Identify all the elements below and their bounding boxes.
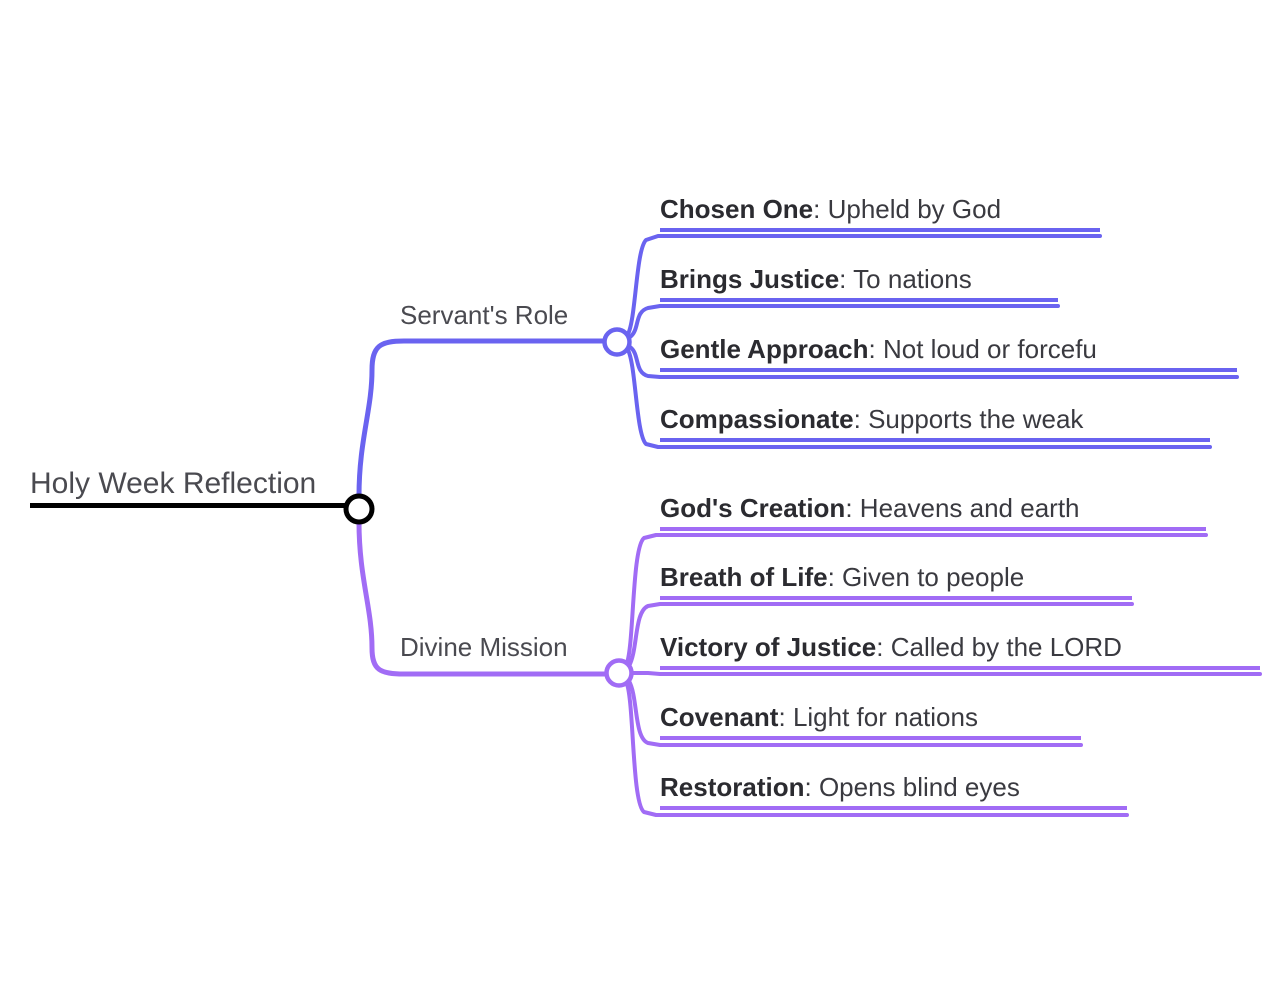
leaf-text-gods-creation: God's Creation: Heavens and earth [660, 493, 1206, 524]
leaf-text-compassionate: Compassionate: Supports the weak [660, 404, 1210, 435]
leaf-detail-chosen-one: Upheld by God [827, 194, 1002, 224]
link-divine-mission-to-victory-of-justice [630, 671, 1262, 676]
leaf-term-gentle-approach: Gentle Approach [660, 334, 869, 364]
leaf-text-breath-of-life: Breath of Life: Given to people [660, 562, 1132, 593]
leaf-text-chosen-one: Chosen One: Upheld by God [660, 194, 1100, 225]
leaf-node-restoration[interactable]: Restoration: Opens blind eyes [660, 772, 1127, 810]
root-node-marker[interactable] [343, 493, 375, 525]
leaf-separator-covenant: : [778, 702, 786, 732]
branch-node-marker-servants-role[interactable] [602, 327, 632, 357]
leaf-text-gentle-approach: Gentle Approach: Not loud or forcefu [660, 334, 1237, 365]
leaf-term-restoration: Restoration [660, 772, 805, 802]
leaf-detail-brings-justice: To nations [853, 264, 972, 294]
branch-label-servants-role: Servant's Role [400, 300, 569, 330]
leaf-node-brings-justice[interactable]: Brings Justice: To nations [660, 264, 1058, 302]
link-root-to-servants-role [356, 338, 607, 499]
leaf-separator-breath-of-life: : [827, 562, 835, 592]
leaf-detail-gods-creation: Heavens and earth [859, 493, 1080, 523]
root-node[interactable]: Holy Week Reflection [30, 466, 346, 509]
leaf-separator-compassionate: : [853, 404, 861, 434]
leaf-separator-gods-creation: : [845, 493, 853, 523]
leaf-term-breath-of-life: Breath of Life [660, 562, 828, 592]
leaf-detail-restoration: Opens blind eyes [818, 772, 1020, 802]
leaf-separator-gentle-approach: : [868, 334, 876, 364]
leaf-detail-covenant: Light for nations [792, 702, 978, 732]
leaf-separator-brings-justice: : [839, 264, 847, 294]
leaf-node-breath-of-life[interactable]: Breath of Life: Given to people [660, 562, 1132, 600]
leaf-text-restoration: Restoration: Opens blind eyes [660, 772, 1127, 803]
leaf-text-brings-justice: Brings Justice: To nations [660, 264, 1058, 295]
leaf-node-covenant[interactable]: Covenant: Light for nations [660, 702, 1081, 740]
leaf-node-compassionate[interactable]: Compassionate: Supports the weak [660, 404, 1210, 442]
leaf-separator-restoration: : [804, 772, 812, 802]
leaf-term-victory-of-justice: Victory of Justice [660, 632, 877, 662]
leaf-term-covenant: Covenant [660, 702, 779, 732]
leaf-separator-victory-of-justice: : [876, 632, 884, 662]
branch-node-marker-divine-mission[interactable] [604, 658, 634, 688]
leaf-term-brings-justice: Brings Justice [660, 264, 840, 294]
leaf-separator-chosen-one: : [813, 194, 821, 224]
leaf-node-gods-creation[interactable]: God's Creation: Heavens and earth [660, 493, 1206, 531]
leaf-term-chosen-one: Chosen One [660, 194, 814, 224]
leaf-text-covenant: Covenant: Light for nations [660, 702, 1081, 733]
leaf-node-gentle-approach[interactable]: Gentle Approach: Not loud or forcefu [660, 334, 1237, 372]
root-node-label: Holy Week Reflection [30, 467, 317, 500]
leaf-text-victory-of-justice: Victory of Justice: Called by the LORD [660, 632, 1260, 663]
leaf-detail-victory-of-justice: Called by the LORD [890, 632, 1122, 662]
leaf-node-chosen-one[interactable]: Chosen One: Upheld by God [660, 194, 1100, 232]
leaf-detail-breath-of-life: Given to people [842, 562, 1025, 592]
branch-label-divine-mission: Divine Mission [400, 632, 568, 662]
link-servants-role-to-brings-justice [628, 304, 1060, 339]
leaf-node-victory-of-justice[interactable]: Victory of Justice: Called by the LORD [660, 632, 1260, 670]
branch-node-divine-mission[interactable]: Divine Mission [400, 632, 568, 665]
leaf-term-gods-creation: God's Creation [660, 493, 846, 523]
branch-node-servants-role[interactable]: Servant's Role [400, 300, 568, 333]
leaf-detail-compassionate: Supports the weak [868, 404, 1084, 434]
leaf-detail-gentle-approach: Not loud or forcefu [882, 334, 1097, 364]
leaf-term-compassionate: Compassionate [660, 404, 854, 434]
